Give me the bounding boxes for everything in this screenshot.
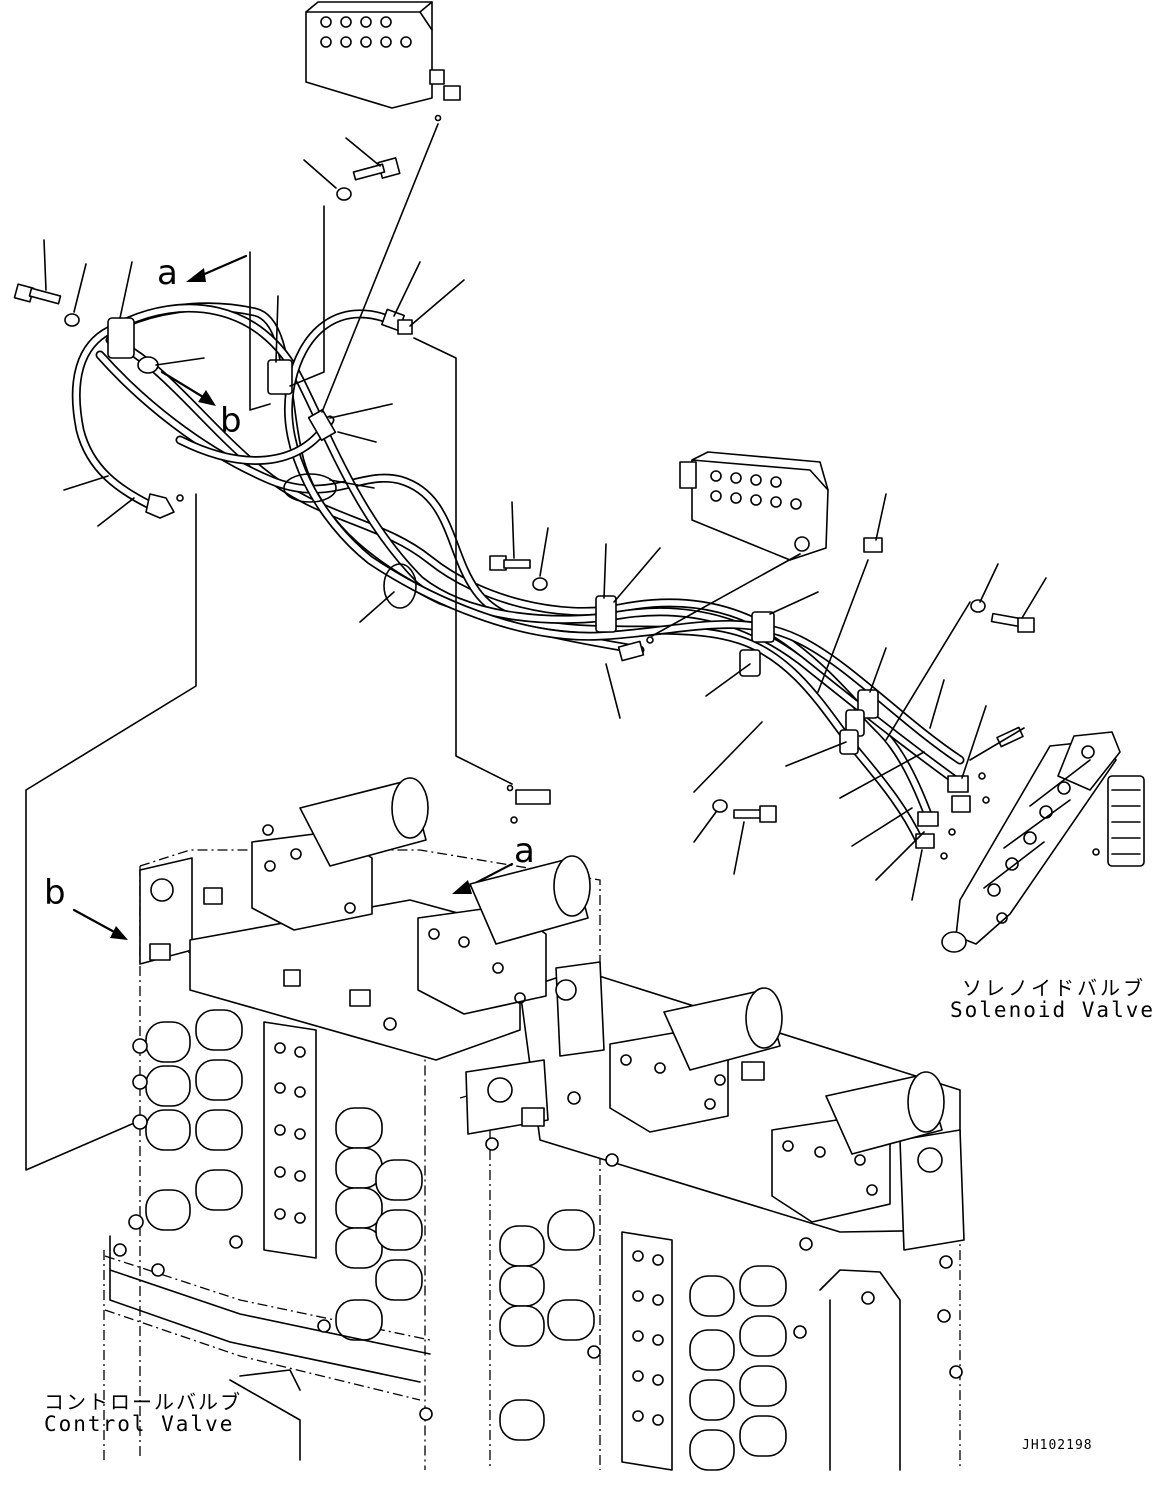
control-valve-label-en: Control Valve: [44, 1412, 235, 1436]
drawing-number: JH102198: [1022, 1438, 1093, 1453]
top-valve-block: [305, 1, 461, 122]
hose-clamps: [107, 317, 879, 755]
solenoid-valve-label-en: Solenoid Valve: [950, 998, 1156, 1022]
callout-arrows: [72, 254, 514, 940]
middle-valve-block: [679, 451, 883, 561]
valve-plate-right: [621, 1231, 673, 1471]
spool-caps-right: [499, 1209, 787, 1471]
control-valve-label-jp: コントロールバルブ: [44, 1390, 242, 1414]
reference-lines: [25, 123, 971, 1171]
control-valve-assembly: [103, 777, 965, 1471]
valve-head-4: [771, 1071, 945, 1223]
valve-head-2: [417, 855, 591, 1015]
callout-a-lower: a: [514, 831, 535, 871]
solenoid-valve-label-jp: ソレノイドバルブ: [962, 976, 1146, 1000]
callout-a-top: a: [157, 253, 178, 293]
callout-b-lower: b: [44, 873, 66, 913]
solenoid-valve-stack: [941, 731, 1145, 953]
bolts-washers: [13, 157, 1035, 824]
spool-caps-middle: [335, 1107, 423, 1341]
valve-head-1: [251, 777, 429, 931]
hose-bundle: [71, 302, 965, 847]
spool-caps-left: [128, 1009, 243, 1231]
leader-lines: [43, 137, 1047, 901]
callout-b-top: b: [220, 401, 242, 441]
valve-head-3: [609, 987, 783, 1133]
valve-plate-left: [263, 1021, 317, 1259]
